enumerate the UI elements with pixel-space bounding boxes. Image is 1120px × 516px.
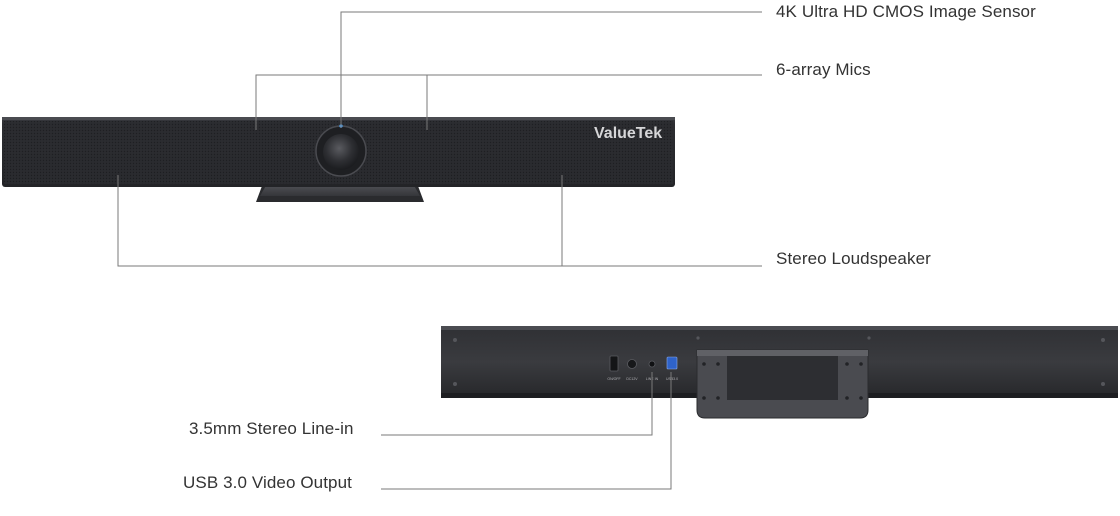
callout-mics: 6-array Mics xyxy=(776,60,871,79)
screw xyxy=(859,396,863,400)
camera-lens xyxy=(323,134,359,170)
callout-line-in: 3.5mm Stereo Line-in xyxy=(189,419,354,438)
screw xyxy=(716,362,720,366)
front-view-device: ValueTek xyxy=(2,117,675,202)
speaker-leader-line-left xyxy=(117,175,762,267)
screw xyxy=(845,362,849,366)
screw xyxy=(859,362,863,366)
screw xyxy=(1101,382,1105,386)
screw xyxy=(845,396,849,400)
rear-view-device: ON/OFF DC12V LINE IN USB3.0 xyxy=(441,326,1118,419)
mic-leader-line-left xyxy=(255,74,762,130)
line-in-leader-line xyxy=(381,372,653,436)
rear-bracket-hinge xyxy=(697,350,868,356)
screw xyxy=(1101,338,1105,342)
sensor-leader-line xyxy=(340,11,762,128)
screw xyxy=(716,396,720,400)
screw xyxy=(453,382,457,386)
callout-image-sensor: 4K Ultra HD CMOS Image Sensor xyxy=(776,2,1036,21)
screw xyxy=(453,338,457,342)
callout-loudspeaker: Stereo Loudspeaker xyxy=(776,249,931,268)
screw xyxy=(702,362,706,366)
rear-bar-top-edge xyxy=(441,326,1118,330)
usb-leader-line xyxy=(381,372,672,490)
callout-usb-output: USB 3.0 Video Output xyxy=(183,473,352,492)
usb-port[interactable] xyxy=(666,356,678,370)
rear-leader-lines xyxy=(381,372,672,490)
screw xyxy=(702,396,706,400)
screw xyxy=(696,336,700,340)
front-leader-lines xyxy=(117,11,762,267)
rear-bracket-cutout xyxy=(727,350,838,400)
power-switch-label: ON/OFF xyxy=(607,377,620,381)
usb-label: USB3.0 xyxy=(666,377,678,381)
line-in-port[interactable] xyxy=(648,360,656,368)
front-bar-top-edge xyxy=(2,117,675,120)
dc-in-label: DC12V xyxy=(626,377,638,381)
brand-logo: ValueTek xyxy=(594,125,662,142)
dc-in-port[interactable] xyxy=(627,359,637,369)
screw xyxy=(867,336,871,340)
power-switch[interactable] xyxy=(609,355,619,372)
